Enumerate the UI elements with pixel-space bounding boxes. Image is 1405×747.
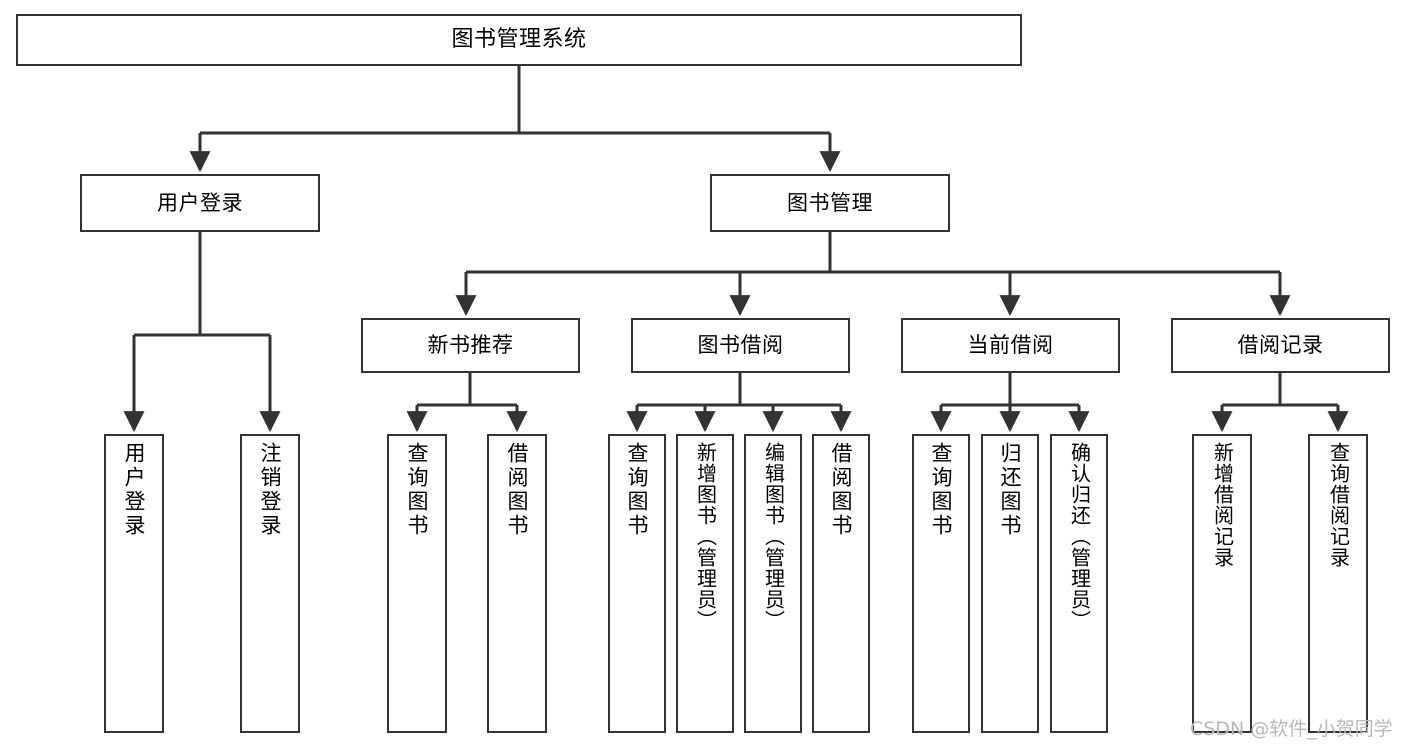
node-label: 归还图书: [998, 442, 1023, 538]
node-user-login[interactable]: 用户登录: [80, 174, 320, 232]
node-label: 用户登录: [157, 190, 243, 215]
node-book-management[interactable]: 图书管理: [710, 174, 950, 232]
node-label: 查询图书: [929, 442, 954, 538]
node-label: 查询图书: [405, 442, 430, 538]
leaf-current-borrow-confirm-return-admin[interactable]: 确认归还（管理员）: [1050, 434, 1108, 733]
node-label: 图书管理: [787, 190, 873, 215]
csdn-watermark: CSDN @软件_小贺同学: [1190, 718, 1393, 740]
leaf-new-book-borrow-book[interactable]: 借阅图书: [487, 434, 547, 733]
node-label: 新增借阅记录: [1210, 442, 1235, 568]
leaf-book-borrow-query-book[interactable]: 查询图书: [608, 434, 666, 733]
node-new-book-recommend[interactable]: 新书推荐: [361, 318, 580, 373]
leaf-borrow-record-query-record[interactable]: 查询借阅记录: [1308, 434, 1368, 733]
node-label: 借阅图书: [505, 442, 530, 538]
node-label: 当前借阅: [967, 333, 1054, 358]
node-label: 注销登录: [258, 442, 283, 538]
node-root-book-management-system[interactable]: 图书管理系统: [16, 14, 1022, 66]
node-label: 用户登录: [122, 442, 147, 538]
node-borrow-record[interactable]: 借阅记录: [1171, 318, 1390, 373]
node-label: 图书借阅: [697, 333, 784, 358]
node-current-borrow[interactable]: 当前借阅: [901, 318, 1120, 373]
leaf-book-borrow-add-book-admin[interactable]: 新增图书（管理员）: [676, 434, 734, 733]
leaf-book-borrow-edit-book-admin[interactable]: 编辑图书（管理员）: [744, 434, 802, 733]
node-label: 编辑图书（管理员）: [761, 442, 786, 631]
node-label: 借阅记录: [1237, 333, 1324, 358]
node-label: 查询图书: [625, 442, 650, 538]
leaf-current-borrow-query-book[interactable]: 查询图书: [912, 434, 970, 733]
leaf-user-login-logout[interactable]: 注销登录: [240, 434, 300, 733]
node-book-borrow[interactable]: 图书借阅: [631, 318, 850, 373]
leaf-book-borrow-borrow-book[interactable]: 借阅图书: [812, 434, 870, 733]
node-label: 确认归还（管理员）: [1067, 442, 1092, 631]
leaf-borrow-record-add-record[interactable]: 新增借阅记录: [1192, 434, 1252, 733]
node-label: 借阅图书: [829, 442, 854, 538]
node-label: 图书管理系统: [451, 27, 587, 53]
node-label: 新增图书（管理员）: [693, 442, 718, 631]
leaf-user-login-login[interactable]: 用户登录: [104, 434, 164, 733]
node-label: 查询借阅记录: [1326, 442, 1351, 568]
leaf-new-book-query-book[interactable]: 查询图书: [387, 434, 447, 733]
node-label: 新书推荐: [427, 333, 514, 358]
leaf-current-borrow-return-book[interactable]: 归还图书: [981, 434, 1039, 733]
